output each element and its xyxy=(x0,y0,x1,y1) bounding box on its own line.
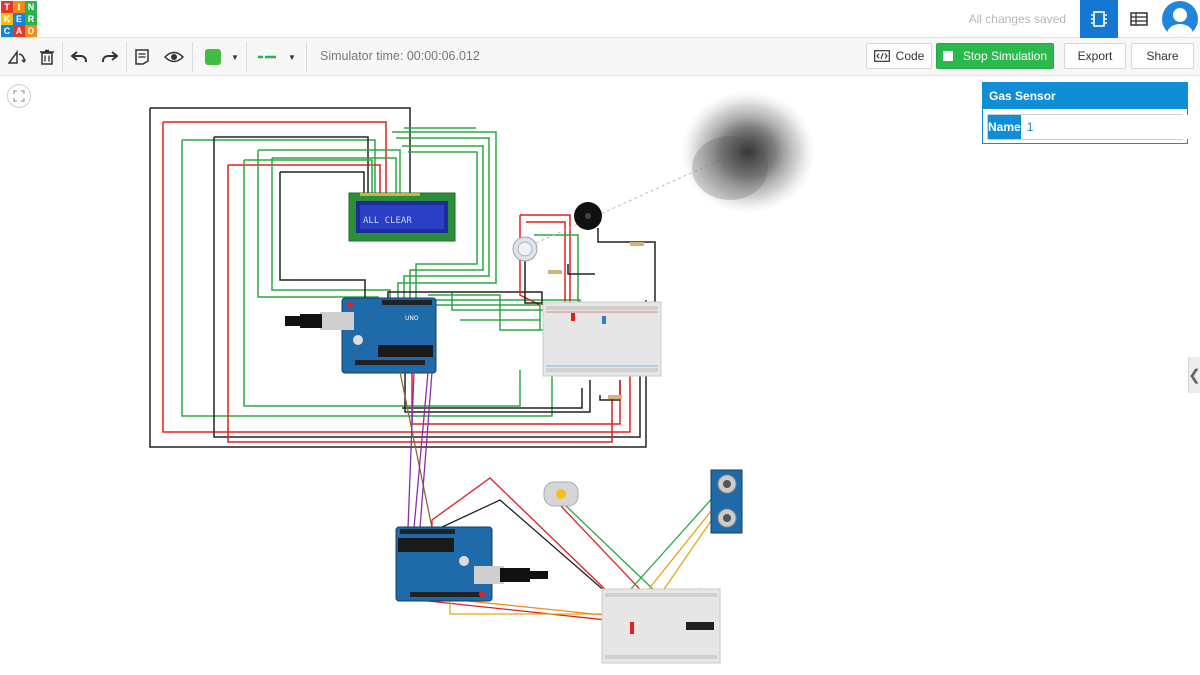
logo-letter: C xyxy=(1,25,13,37)
undo-icon xyxy=(71,51,87,62)
inspector-title: Gas Sensor xyxy=(983,83,1187,109)
chevron-down-icon: ▼ xyxy=(231,52,239,62)
breadboard-upper xyxy=(542,301,662,377)
trash-icon xyxy=(40,49,54,65)
simulator-time: Simulator time: 00:00:06.012 xyxy=(320,49,480,63)
logo-letter: I xyxy=(13,1,25,13)
logo-letter: K xyxy=(1,13,13,25)
rotate-button[interactable] xyxy=(6,43,28,71)
notes-icon xyxy=(135,49,149,65)
svg-text:UNO: UNO xyxy=(405,315,419,322)
circuit-drawing: ALL CLEAR UNO xyxy=(149,90,816,664)
collapse-panel-button[interactable]: ❮ xyxy=(1188,357,1200,393)
breadboard-lower xyxy=(601,588,721,664)
tinkercad-logo[interactable]: T I N K E R C A D xyxy=(1,1,37,37)
logo-letter: N xyxy=(25,1,37,13)
top-header: T I N K E R C A D All changes saved xyxy=(0,0,1200,38)
stop-simulation-button[interactable]: Stop Simulation xyxy=(936,43,1054,69)
logo-letter: A xyxy=(13,25,25,37)
component-list-button[interactable] xyxy=(1120,0,1158,38)
code-button[interactable]: Code xyxy=(866,43,932,69)
notes-button[interactable] xyxy=(132,43,152,71)
chevron-down-icon: ▼ xyxy=(288,52,296,62)
name-row: Name xyxy=(987,114,1188,140)
visibility-button[interactable] xyxy=(163,43,185,71)
ultrasonic-sensor xyxy=(710,469,743,534)
logo-letter: R xyxy=(25,13,37,25)
arduino-lower xyxy=(395,526,548,602)
undo-button[interactable] xyxy=(69,43,89,71)
circuit-view-button[interactable] xyxy=(1080,0,1118,38)
code-icon xyxy=(873,50,890,62)
inspector-panel: Gas Sensor Name xyxy=(982,82,1188,144)
gas-sensor xyxy=(512,236,538,262)
toolbar: ▼ ▼ Simulator time: 00:00:06.012 Code St… xyxy=(0,38,1200,76)
color-swatch xyxy=(205,49,222,65)
lcd-text: ALL CLEAR xyxy=(363,216,412,226)
arduino-upper: UNO xyxy=(285,297,437,374)
user-icon xyxy=(1167,8,1193,37)
delete-button[interactable] xyxy=(37,43,57,71)
name-input[interactable] xyxy=(1020,115,1188,139)
name-label: Name xyxy=(988,115,1021,139)
stop-simulation-label: Stop Simulation xyxy=(962,49,1048,63)
lcd-display: ALL CLEAR xyxy=(348,192,456,242)
code-button-label: Code xyxy=(895,49,925,63)
rotate-icon xyxy=(8,49,26,64)
dc-motor xyxy=(543,481,579,507)
eye-icon xyxy=(164,51,184,63)
stop-icon xyxy=(942,51,953,61)
circuit-canvas[interactable]: ALL CLEAR UNO xyxy=(0,77,1200,675)
share-label: Share xyxy=(1146,49,1179,63)
logo-letter: E xyxy=(13,13,25,25)
wire-dash-icon xyxy=(258,55,277,59)
export-label: Export xyxy=(1077,49,1113,63)
fit-view-icon xyxy=(13,90,25,102)
fit-view-button[interactable] xyxy=(7,84,31,108)
share-button[interactable]: Share xyxy=(1131,43,1194,69)
chevron-left-icon: ❮ xyxy=(1188,367,1200,384)
save-status: All changes saved xyxy=(968,12,1066,26)
redo-icon xyxy=(102,51,118,62)
chip-icon xyxy=(1091,11,1107,27)
user-avatar[interactable] xyxy=(1162,1,1198,37)
table-icon xyxy=(1130,12,1148,26)
redo-button[interactable] xyxy=(100,43,120,71)
color-picker[interactable]: ▼ xyxy=(200,43,244,71)
logo-letter: D xyxy=(25,25,37,37)
export-button[interactable]: Export xyxy=(1064,43,1126,69)
wire-type-picker[interactable]: ▼ xyxy=(253,43,301,71)
logo-letter: T xyxy=(1,1,13,13)
